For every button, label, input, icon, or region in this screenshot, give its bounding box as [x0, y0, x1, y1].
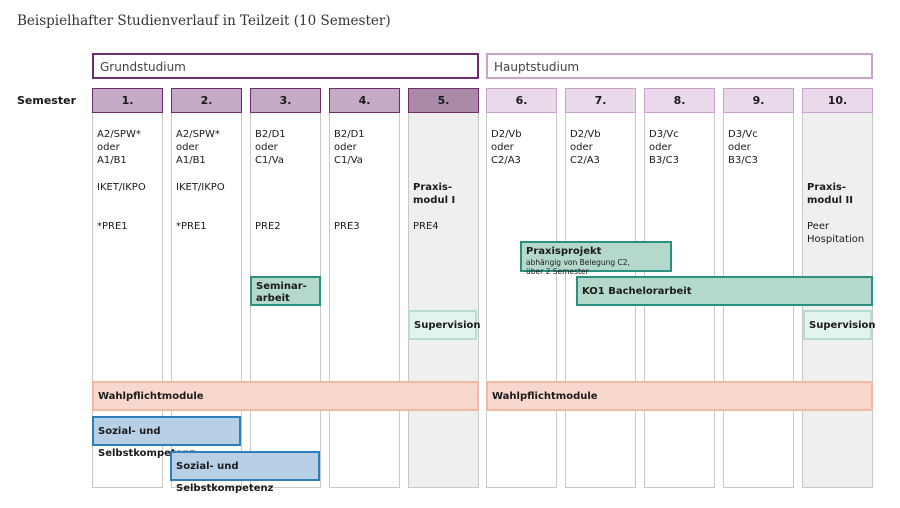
sozialkompetenz-box-semester-2: Sozial- und Selbstkompetenz: [170, 451, 320, 494]
praxisprojekt-box: Praxisprojekt abhängig von Belegung C2, …: [520, 241, 672, 276]
semester-header-9: 9.: [723, 88, 794, 113]
row2-cell-semester-10: Praxis- modul II: [807, 182, 853, 206]
semester-header-6: 6.: [486, 88, 557, 113]
semester-header-3: 3.: [250, 88, 321, 113]
seminararbeit-box: Seminar- arbeit: [250, 276, 321, 306]
semester-column-5: [408, 88, 479, 488]
row1-cell-semester-1: A2/SPW* oder A1/B1: [97, 129, 141, 166]
row1-cell-semester-4: B2/D1 oder C1/Va: [334, 129, 365, 166]
semester-column-4: [329, 88, 400, 488]
row3-cell-semester-3: PRE2: [255, 221, 281, 232]
row1-cell-semester-7: D2/Vb oder C2/A3: [570, 129, 601, 166]
semester-header-7: 7.: [565, 88, 636, 113]
row1-cell-semester-3: B2/D1 oder C1/Va: [255, 129, 286, 166]
row1-cell-semester-2: A2/SPW* oder A1/B1: [176, 129, 220, 166]
row2-cell-semester-2: IKET/IKPO: [176, 182, 225, 193]
page-title: Beispielhafter Studienverlauf in Teilzei…: [17, 13, 391, 29]
row2-cell-semester-5: Praxis- modul I: [413, 182, 456, 206]
semester-column-6: [486, 88, 557, 488]
row3-cell-semester-4: PRE3: [334, 221, 360, 232]
row2-cell-semester-1: IKET/IKPO: [97, 182, 146, 193]
praxisprojekt-title: Praxisprojekt: [526, 246, 602, 257]
semester-header-8: 8.: [644, 88, 715, 113]
wahlpflichtmodule-haupt-box: Wahlpflichtmodule: [486, 381, 873, 411]
bachelorarbeit-box: KO1 Bachelorarbeit: [576, 276, 873, 306]
semester-header-1: 1.: [92, 88, 163, 113]
row3-cell-semester-10: Peer Hospitation: [807, 221, 865, 245]
wahlpflichtmodule-grund-box: Wahlpflichtmodule: [92, 381, 479, 411]
row3-cell-semester-5: PRE4: [413, 221, 439, 232]
sozialkompetenz-box-semester-1: Sozial- und Selbstkompetenz: [92, 416, 241, 459]
semester-header-5: 5.: [408, 88, 479, 113]
phase-grundstudium: Grundstudium: [92, 53, 479, 79]
row1-cell-semester-8: D3/Vc oder B3/C3: [649, 129, 679, 166]
semester-header-10: 10.: [802, 88, 873, 113]
semester-header-2: 2.: [171, 88, 242, 113]
supervision-box-semester-10: Supervision: [803, 310, 876, 340]
phase-hauptstudium: Hauptstudium: [486, 53, 873, 79]
semester-label: Semester: [17, 94, 76, 107]
row3-cell-semester-1: *PRE1: [97, 221, 128, 232]
supervision-box-semester-5: Supervision: [408, 310, 481, 340]
row1-cell-semester-6: D2/Vb oder C2/A3: [491, 129, 522, 166]
semester-header-4: 4.: [329, 88, 400, 113]
row3-cell-semester-2: *PRE1: [176, 221, 207, 232]
praxisprojekt-note: abhängig von Belegung C2, über 2 Semeste…: [526, 258, 630, 276]
row1-cell-semester-9: D3/Vc oder B3/C3: [728, 129, 758, 166]
